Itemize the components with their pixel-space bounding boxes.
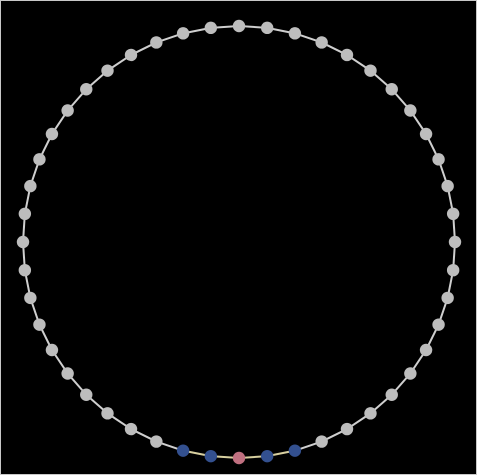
ring-node[interactable] [150, 36, 163, 49]
ring-node[interactable] [385, 83, 398, 96]
ring-node[interactable] [80, 388, 93, 401]
ring-node[interactable] [124, 48, 138, 62]
ring-node[interactable] [432, 318, 445, 331]
ring-node[interactable] [446, 207, 460, 221]
ring-node[interactable] [315, 435, 328, 448]
ring-node[interactable] [61, 104, 74, 117]
ring-node[interactable] [61, 367, 74, 380]
ring-node-neighbor[interactable] [260, 449, 274, 463]
ring-node[interactable] [45, 343, 59, 357]
ring-node[interactable] [101, 407, 114, 420]
ring-node[interactable] [404, 104, 417, 117]
ring-node-selected[interactable] [232, 451, 246, 465]
ring-node[interactable] [385, 388, 398, 401]
nodes-layer[interactable] [16, 19, 462, 465]
ring-node[interactable] [18, 263, 32, 277]
ring-node[interactable] [16, 235, 30, 249]
ring-node[interactable] [176, 27, 190, 40]
ring-node[interactable] [124, 422, 138, 436]
ring-node[interactable] [24, 291, 37, 305]
ring-node[interactable] [441, 179, 454, 193]
ring-node[interactable] [404, 367, 417, 380]
ring-node[interactable] [18, 207, 32, 221]
ring-node[interactable] [101, 64, 114, 77]
ring-node[interactable] [288, 27, 302, 40]
ring-node[interactable] [364, 64, 377, 77]
ring-node[interactable] [446, 263, 460, 277]
ring-node[interactable] [24, 179, 37, 193]
ring-node[interactable] [204, 21, 218, 35]
ring-node[interactable] [232, 19, 246, 33]
ring-node[interactable] [260, 21, 274, 35]
ring-node[interactable] [150, 435, 163, 448]
ring-node[interactable] [448, 235, 462, 249]
ring-node[interactable] [419, 343, 433, 357]
ring-node-neighbor[interactable] [204, 449, 218, 463]
ring-node[interactable] [432, 153, 445, 166]
ring-node-neighbor[interactable] [176, 444, 190, 457]
ring-node[interactable] [33, 318, 46, 331]
ring-node[interactable] [315, 36, 328, 49]
ring-node[interactable] [441, 291, 454, 305]
ring-node[interactable] [45, 127, 59, 141]
ring-node[interactable] [340, 48, 354, 62]
ring-node[interactable] [419, 127, 433, 141]
ring-node[interactable] [340, 422, 354, 436]
ring-node[interactable] [364, 407, 377, 420]
ring-node[interactable] [33, 153, 46, 166]
ring-node[interactable] [80, 83, 93, 96]
ring-node-neighbor[interactable] [288, 444, 302, 457]
